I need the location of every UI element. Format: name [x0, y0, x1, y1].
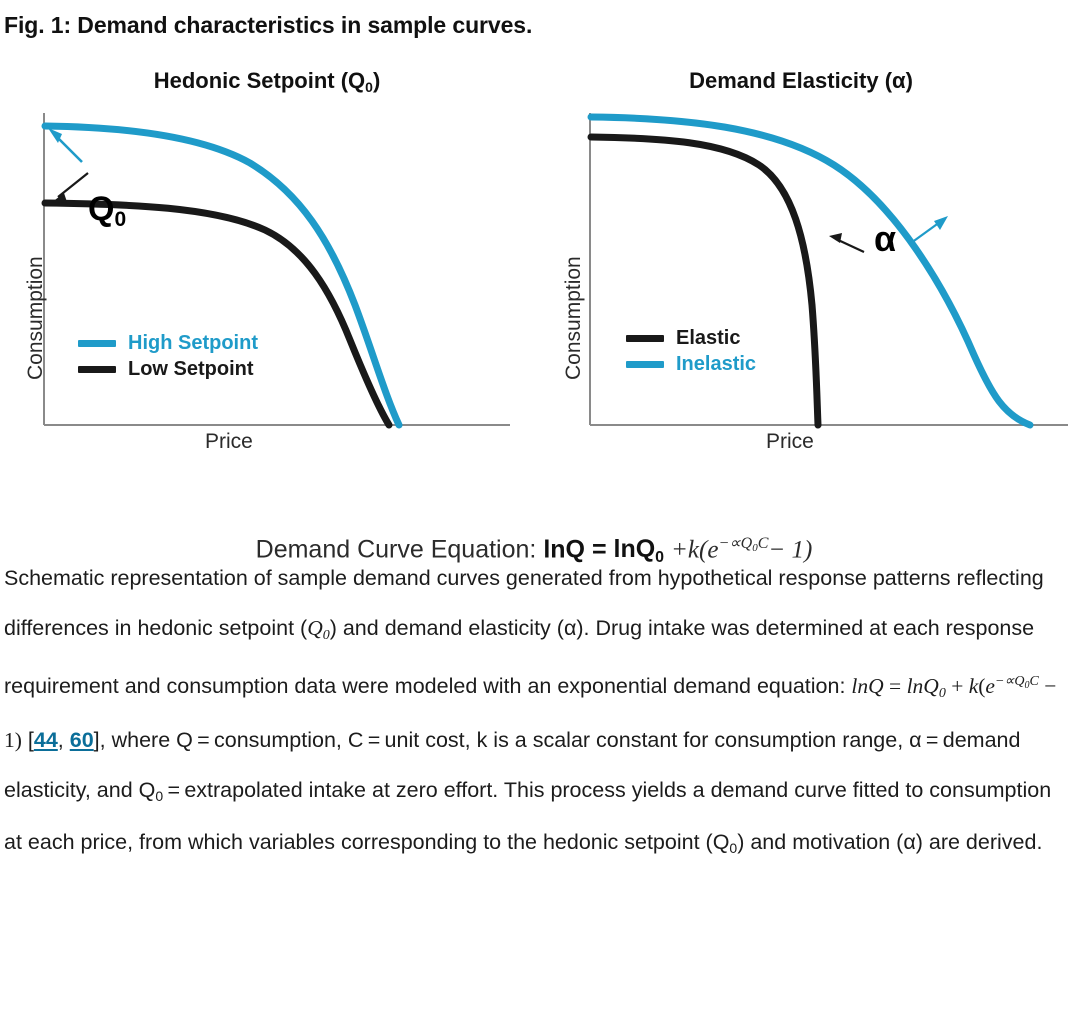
caption-part-3-open: [: [21, 728, 34, 753]
panel-title-text: Demand Elasticity (α): [689, 68, 913, 93]
plot-hedonic-setpoint: [41, 113, 510, 429]
equation-close-paren: ): [804, 536, 813, 564]
caption-part-1: Schematic representation of sample deman…: [4, 566, 1044, 640]
legend-swatch-high-setpoint: [78, 339, 116, 347]
equation-lhs: lnQ: [543, 535, 585, 564]
curve-high-setpoint: [41, 122, 403, 429]
caption-eq-lnq: lnQ: [851, 674, 884, 699]
equation-exponent-sub: 0: [752, 542, 758, 554]
equation-lead: Demand Curve Equation:: [255, 535, 537, 564]
equation-rhs-ln-sub: 0: [655, 549, 665, 567]
annotation-alpha-label: α: [874, 218, 896, 267]
caption-eq-lnq0: lnQ: [906, 674, 939, 699]
annotation-q0-sub: 0: [114, 208, 127, 231]
annotation-alpha-main: α: [874, 218, 897, 259]
alpha-black-arrow: [829, 233, 865, 253]
legend-item-high-setpoint: High Setpoint: [78, 330, 258, 356]
caption-eq-exp-sub: 0: [1024, 680, 1030, 691]
caption-eq-equals: =: [889, 674, 902, 699]
plot-demand-elasticity: [587, 113, 1068, 429]
citation-link-44[interactable]: 44: [33, 728, 58, 753]
y-axis-label-right: Consumption: [562, 256, 585, 380]
equation-minus-one: − 1: [768, 536, 805, 564]
caption-q0-italic-text: Q: [307, 616, 323, 640]
caption-q0-italic-sub: 0: [322, 628, 330, 643]
legend-item-low-setpoint: Low Setpoint: [78, 356, 258, 382]
annotation-q0-label: Q0: [88, 190, 127, 231]
panel-title-tail: ): [372, 68, 381, 93]
caption-part-4: = extrapolated intake at zero effort. Th…: [4, 778, 1052, 855]
legend-item-inelastic: Inelastic: [626, 351, 756, 377]
caption-equation: lnQ = lnQ0 + k(e−∝Q0C − 1): [4, 674, 1056, 752]
equation-exponent-text: −∝Q: [718, 535, 753, 552]
panel-title-subscript: 0: [365, 79, 373, 95]
legend-label-elastic: Elastic: [676, 326, 741, 349]
caption-cite-separator: ,: [57, 728, 70, 753]
curve-inelastic: [587, 113, 1034, 429]
equation-rhs-ln: lnQ0: [613, 535, 665, 567]
equation-exponent-tail: C: [757, 535, 769, 552]
y-axis-label-left: Consumption: [24, 256, 47, 380]
legend-elasticity: Elastic Inelastic: [626, 325, 756, 377]
panel-title-elasticity: Demand Elasticity (α): [534, 68, 1068, 94]
legend-swatch-inelastic: [626, 360, 664, 368]
caption-part-5: ) and motivation (α) are derived.: [737, 830, 1043, 855]
legend-swatch-elastic: [626, 334, 664, 342]
panel-hedonic-setpoint: Hedonic Setpoint (Q0) Q0: [0, 55, 534, 455]
caption-eq-minus1: − 1: [4, 674, 1057, 753]
q0-black-arrow: [51, 172, 89, 203]
legend-label-inelastic: Inelastic: [676, 352, 757, 375]
x-axis-label-right: Price: [766, 430, 814, 453]
panel-demand-elasticity: Demand Elasticity (α) α Consump: [534, 55, 1068, 455]
panel-title-text: Hedonic Setpoint (Q: [153, 68, 366, 93]
equation-exponent: −∝Q0C: [718, 535, 769, 554]
curve-elastic: [587, 133, 822, 429]
citation-link-60[interactable]: 60: [69, 728, 94, 753]
legend-hedonic: High Setpoint Low Setpoint: [78, 330, 258, 382]
legend-swatch-low-setpoint: [78, 365, 116, 373]
demand-curve-equation: Demand Curve Equation: lnQ = lnQ0 +k(e−∝…: [0, 533, 1068, 567]
legend-label-high-setpoint: High Setpoint: [128, 331, 258, 354]
caption-eq-open: (: [978, 674, 986, 699]
caption-eq-exp-c: C: [1029, 674, 1039, 689]
figure-title: Fig. 1: Demand characteristics in sample…: [4, 12, 533, 38]
caption-part-2: ) and demand elasticity (α). Drug intake…: [4, 616, 1035, 699]
caption-part-3-close: ], where Q = consumption, C = unit cost,…: [4, 728, 1021, 803]
caption-eq-lnq0-sub: 0: [938, 686, 946, 702]
equation-k: k: [687, 536, 700, 564]
legend-label-low-setpoint: Low Setpoint: [128, 357, 254, 380]
curve-low-setpoint: [41, 199, 393, 429]
x-axis-label-left: Price: [205, 430, 253, 453]
caption-eq-exp-text: −∝Q: [994, 674, 1025, 689]
alpha-blue-arrow: [910, 216, 948, 244]
caption-eq-exponent: −∝Q0C: [994, 674, 1039, 691]
caption-eq-k: k: [968, 674, 979, 699]
caption-eq-e: e: [985, 674, 995, 699]
caption-q0-italic: Q0: [307, 616, 330, 643]
caption-q0-sub-1: 0: [155, 788, 164, 805]
equation-e: e: [707, 536, 719, 564]
q0-blue-arrow: [48, 128, 83, 163]
figure-graphic: Hedonic Setpoint (Q0) Q0: [0, 55, 1068, 566]
equation-rhs-ln-text: lnQ: [613, 535, 656, 564]
caption-eq-close: ): [14, 728, 22, 753]
equation-plus: +: [671, 536, 688, 564]
legend-item-elastic: Elastic: [626, 325, 756, 351]
annotation-q0-main: Q: [88, 190, 115, 228]
caption-eq-plus: +: [951, 674, 964, 699]
equation-open-paren: (: [699, 536, 708, 564]
caption-q0-sub-2: 0: [729, 840, 738, 857]
panel-title-hedonic: Hedonic Setpoint (Q0): [0, 68, 534, 95]
figure-caption: Schematic representation of sample deman…: [4, 553, 1059, 869]
equation-equals: =: [591, 535, 607, 564]
